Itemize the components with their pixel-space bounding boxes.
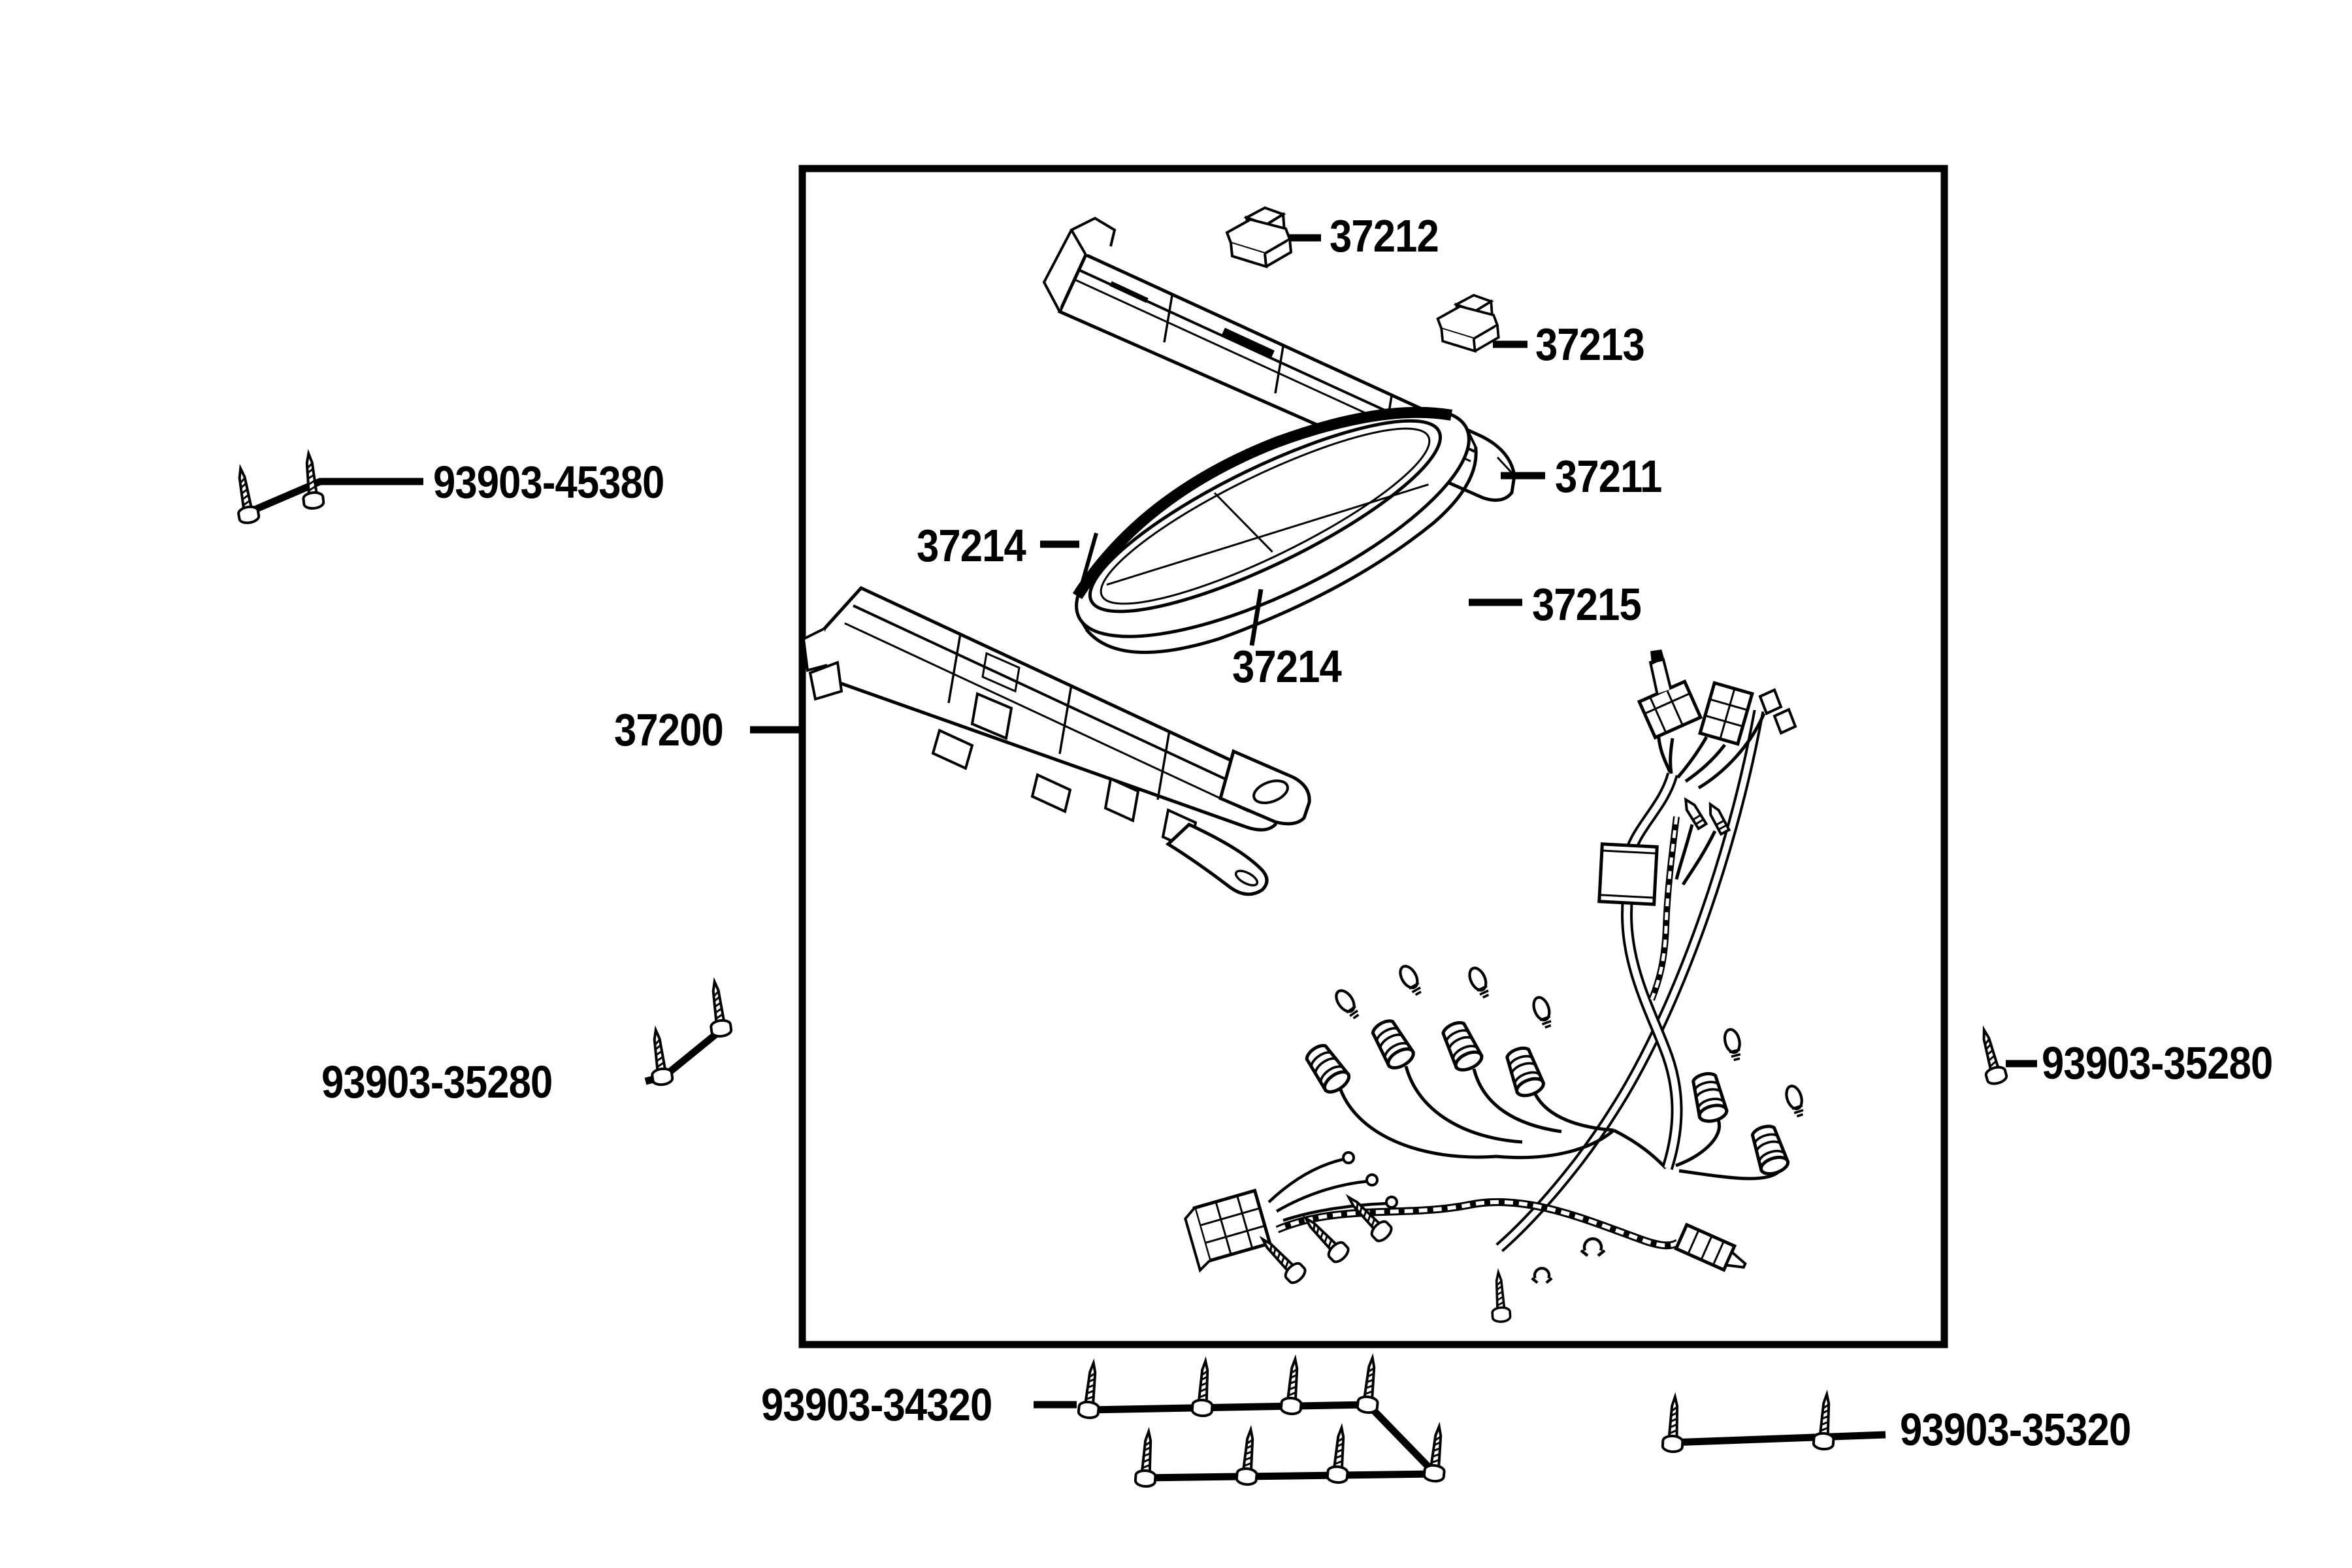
fastener-label-93903-34320: 93903-34320 <box>761 1379 992 1430</box>
part-label-37211: 37211 <box>1555 451 1662 502</box>
meter-case-37200-drawing <box>802 585 1311 896</box>
fastener-label-93903-35320: 93903-35320 <box>1900 1404 2131 1455</box>
assembly-box-border <box>798 165 1948 1348</box>
part-label-37200: 37200 <box>614 704 724 755</box>
part-label-37212: 37212 <box>1330 210 1439 261</box>
leader-lines <box>248 234 2037 1482</box>
part-label-37214-lower: 37214 <box>1232 641 1342 692</box>
button-knob-37212-drawing <box>1225 206 1293 269</box>
screw-icon <box>229 465 261 526</box>
lens-visor-37215-drawing <box>1072 406 1478 654</box>
part-label-37215: 37215 <box>1532 579 1642 630</box>
fastener-label-93903-35280-right: 93903-35280 <box>2042 1037 2273 1088</box>
part-label-37213: 37213 <box>1535 319 1645 370</box>
wire-harness-drawing <box>1184 649 1806 1324</box>
fastener-label-93903-45380: 93903-45380 <box>433 457 664 508</box>
fastener-label-93903-35280-left: 93903-35280 <box>321 1056 553 1107</box>
button-knob-37213-drawing <box>1436 293 1500 353</box>
part-label-37214-upper: 37214 <box>917 520 1026 571</box>
